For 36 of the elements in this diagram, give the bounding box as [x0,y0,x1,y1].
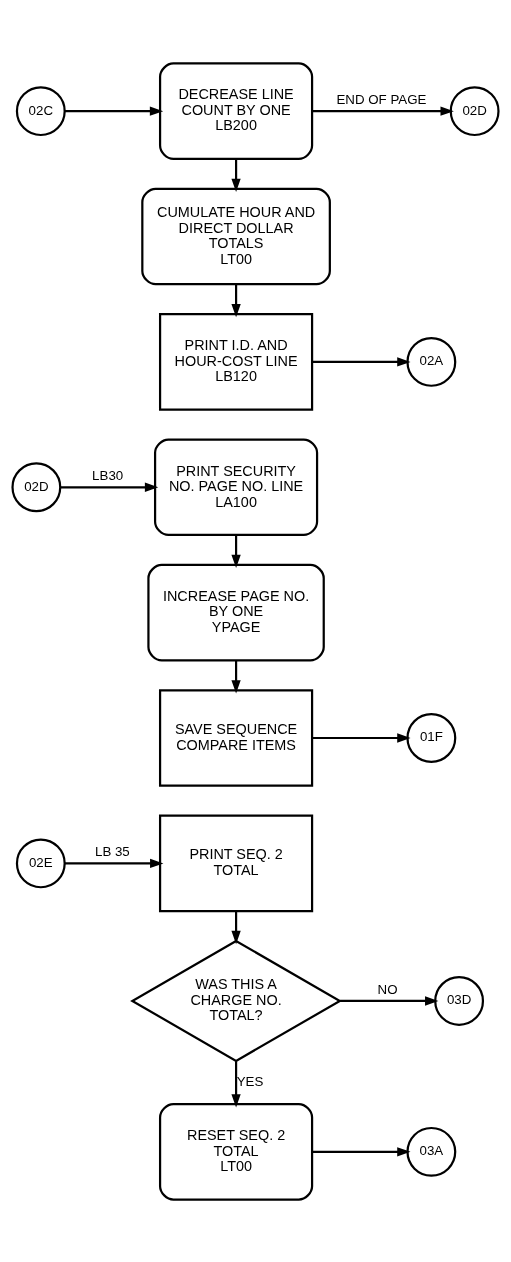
node-circle: 01F [406,712,457,763]
node-circle: 02C [15,85,66,136]
arrow [231,910,241,944]
arrow [312,732,411,743]
node-circle: 02D [11,461,62,512]
arrow [312,356,411,367]
edge-label: LB 35 [95,843,130,859]
node-circle: 02A [406,336,457,387]
node-box: INCREASE PAGE NO. BY ONE YPAGE [147,563,325,661]
node-box: SAVE SEQUENCE COMPARE ITEMS [158,688,314,787]
arrow [64,105,164,116]
arrow [231,534,241,568]
arrow [312,105,454,116]
node-circle: 02D [449,85,500,136]
edge-label: END OF PAGE [336,91,427,107]
node-box: CUMULATE HOUR AND DIRECT DOLLAR TOTALS LT00 [141,187,331,285]
arrow [231,660,241,693]
arrow [340,995,439,1006]
edge-label: LB30 [92,467,124,483]
edge-label: NO [377,981,398,997]
node-circle: 03A [406,1126,457,1177]
node-circle: 03D [434,975,485,1026]
arrow [60,482,159,492]
arrow [231,284,241,317]
arrow [312,1146,411,1157]
arrow [64,858,164,868]
node-box: RESET SEQ. 2 TOTAL LT00 [158,1102,314,1201]
arrow [231,158,241,192]
node-box: PRINT SEQ. 2 TOTAL [158,814,314,912]
node-diamond: WAS THIS A CHARGE NO. TOTAL? [130,939,343,1062]
node-box: PRINT I.D. AND HOUR-COST LINE LB120 [158,312,314,411]
node-box: DECREASE LINE COUNT BY ONE LB200 [158,61,314,160]
node-box: PRINT SECURITY NO. PAGE NO. LINE LA100 [154,437,319,536]
arrow [231,1060,241,1107]
edge-label: YES [236,1073,264,1089]
node-circle: 02E [15,837,66,888]
